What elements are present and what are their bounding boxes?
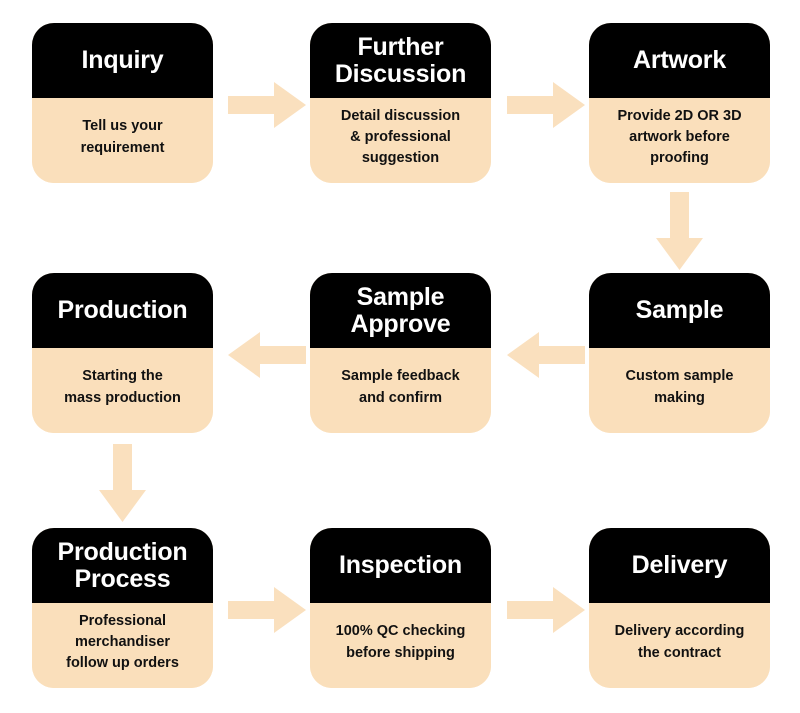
arrow-down-icon-artwork-to-sample [656, 192, 703, 270]
node-production-title: Production [32, 273, 213, 348]
node-inquiry-description: Tell us your requirement [32, 98, 213, 183]
node-sample-approve[interactable]: Sample Approve Sample feedback and confi… [310, 273, 491, 433]
node-inspection[interactable]: Inspection 100% QC checking before shipp… [310, 528, 491, 688]
node-inspection-description: 100% QC checking before shipping [310, 603, 491, 688]
node-delivery[interactable]: Delivery Delivery according the contract [589, 528, 770, 688]
node-further-discussion-title: Further Discussion [310, 23, 491, 98]
arrow-left-icon-sample-to-sample-approve [507, 332, 585, 378]
arrow-right-icon-production-process-to-inspection [228, 587, 306, 633]
arrow-down-icon-production-to-production-process [99, 444, 146, 522]
node-artwork-title: Artwork [589, 23, 770, 98]
node-artwork[interactable]: Artwork Provide 2D OR 3D artwork before … [589, 23, 770, 183]
node-inquiry[interactable]: Inquiry Tell us your requirement [32, 23, 213, 183]
node-production[interactable]: Production Starting the mass production [32, 273, 213, 433]
node-production-process-title: Production Process [32, 528, 213, 603]
arrow-left-icon-sample-approve-to-production [228, 332, 306, 378]
node-sample[interactable]: Sample Custom sample making [589, 273, 770, 433]
node-sample-title: Sample [589, 273, 770, 348]
node-inspection-title: Inspection [310, 528, 491, 603]
node-further-discussion-description: Detail discussion & professional suggest… [310, 98, 491, 183]
arrow-right-icon-inquiry-to-further-discussion [228, 82, 306, 128]
node-production-process[interactable]: Production Process Professional merchand… [32, 528, 213, 688]
node-artwork-description: Provide 2D OR 3D artwork before proofing [589, 98, 770, 183]
node-delivery-description: Delivery according the contract [589, 603, 770, 688]
arrow-right-icon-inspection-to-delivery [507, 587, 585, 633]
node-sample-approve-title: Sample Approve [310, 273, 491, 348]
node-production-description: Starting the mass production [32, 348, 213, 433]
arrow-right-icon-further-discussion-to-artwork [507, 82, 585, 128]
node-delivery-title: Delivery [589, 528, 770, 603]
node-further-discussion[interactable]: Further Discussion Detail discussion & p… [310, 23, 491, 183]
node-production-process-description: Professional merchandiser follow up orde… [32, 603, 213, 688]
node-sample-approve-description: Sample feedback and confirm [310, 348, 491, 433]
node-inquiry-title: Inquiry [32, 23, 213, 98]
node-sample-description: Custom sample making [589, 348, 770, 433]
